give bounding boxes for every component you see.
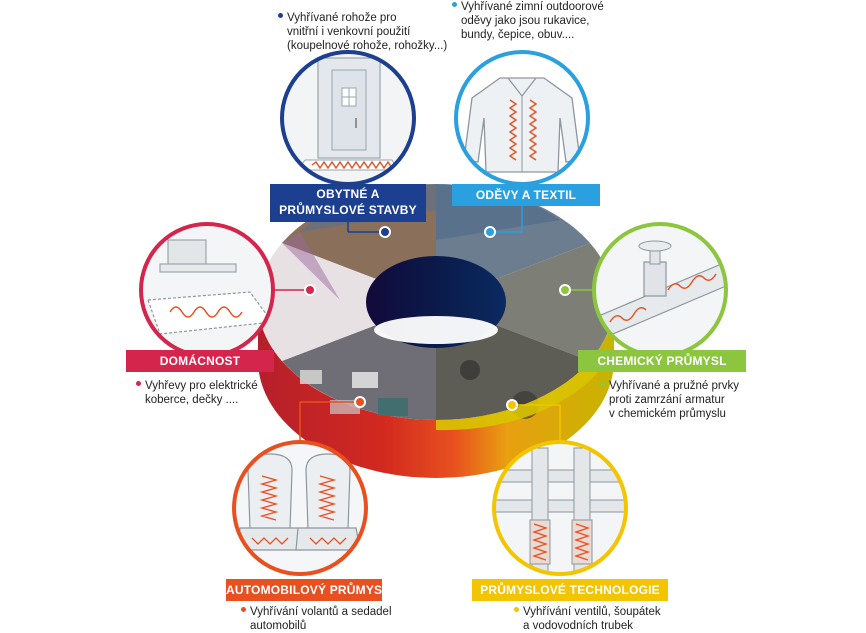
desc-technologie-line: a vodovodních trubek <box>523 620 633 632</box>
desc-odevy-line: bundy, čepice, obuv.... <box>461 29 575 41</box>
label-technologie: PRŮMYSLOVÉ TECHNOLOGIE <box>472 579 668 601</box>
desc-domacnost-line: Vyhřevy pro elektrické <box>145 380 258 392</box>
desc-chemicky-line: v chemickém průmyslu <box>609 408 726 420</box>
desc-automobil-line: Vyhřívání volantů a sedadel <box>250 606 392 618</box>
heated-carpet-icon <box>141 224 273 356</box>
desc-technologie: Vyhřívání ventilů, šoupátek a vodovodníc… <box>514 605 661 633</box>
dot-obytne <box>379 226 391 238</box>
segment-technologie <box>492 399 628 576</box>
desc-odevy-line: oděvy jako jsou rukavice, <box>461 15 590 27</box>
dot-chemicky <box>559 284 571 296</box>
label-automobil: AUTOMOBILOVÝ PRŮMYSL <box>226 579 390 601</box>
desc-obytne-line: vnitřní i venkovní použití <box>287 26 411 38</box>
label-obytne: OBYTNÉ A PRŮMYSLOVÉ STAVBY <box>270 184 426 222</box>
heated-valve-icon <box>594 224 726 356</box>
label-obytne-line1: OBYTNÉ A <box>316 187 380 201</box>
desc-obytne-line: Vyhřívané rohože pro <box>287 12 397 24</box>
desc-odevy-line: Vyhřívané zimní outdoorové <box>461 1 604 13</box>
wheel-sector-chemicky <box>436 243 614 361</box>
desc-automobil: Vyhřívání volantů a sedadel automobilů <box>241 605 392 633</box>
desc-obytne: Vyhřívané rohože pro vnitřní i venkovní … <box>278 11 447 53</box>
dot-automobil <box>354 396 366 408</box>
label-odevy: ODĚVY A TEXTIL <box>452 184 600 206</box>
desc-automobil-line: automobilů <box>250 620 307 632</box>
label-obytne-line2: PRŮMYSLOVÉ STAVBY <box>279 203 417 217</box>
desc-domacnost: Vyhřevy pro elektrické koberce, dečky ..… <box>136 379 258 407</box>
wheel-side <box>258 302 614 478</box>
desc-technologie-line: Vyhřívání ventilů, šoupátek <box>523 606 661 618</box>
desc-chemicky-line: Vyhřívané a pružné prvky <box>609 380 739 392</box>
desc-chemicky-line: proti zamrzání armatur <box>609 394 725 406</box>
segment-odevy <box>454 50 590 238</box>
heated-pipes-icon <box>494 442 626 574</box>
wheel-sector-domacnost <box>258 243 436 361</box>
dot-domacnost <box>304 284 316 296</box>
desc-obytne-line: (koupelnové rohože, rohožky...) <box>287 40 448 52</box>
segment-automobil <box>232 396 368 576</box>
desc-chemicky: Vyhřívané a pružné prvky proti zamrzání … <box>600 379 739 421</box>
segment-obytne <box>280 50 416 238</box>
desc-domacnost-line: koberce, dečky .... <box>145 394 239 406</box>
label-chemicky: CHEMICKÝ PRŮMYSL <box>578 350 746 372</box>
heated-car-seats-icon <box>234 442 366 574</box>
desc-odevy: Vyhřívané zimní outdoorové oděvy jako js… <box>452 0 604 42</box>
doorway-heating-mat-icon <box>282 52 414 184</box>
segment-chemicky <box>559 222 728 358</box>
label-domacnost: DOMÁCNOST <box>126 350 274 372</box>
dot-technologie <box>506 399 518 411</box>
dot-odevy <box>484 226 496 238</box>
segment-domacnost <box>139 222 316 358</box>
